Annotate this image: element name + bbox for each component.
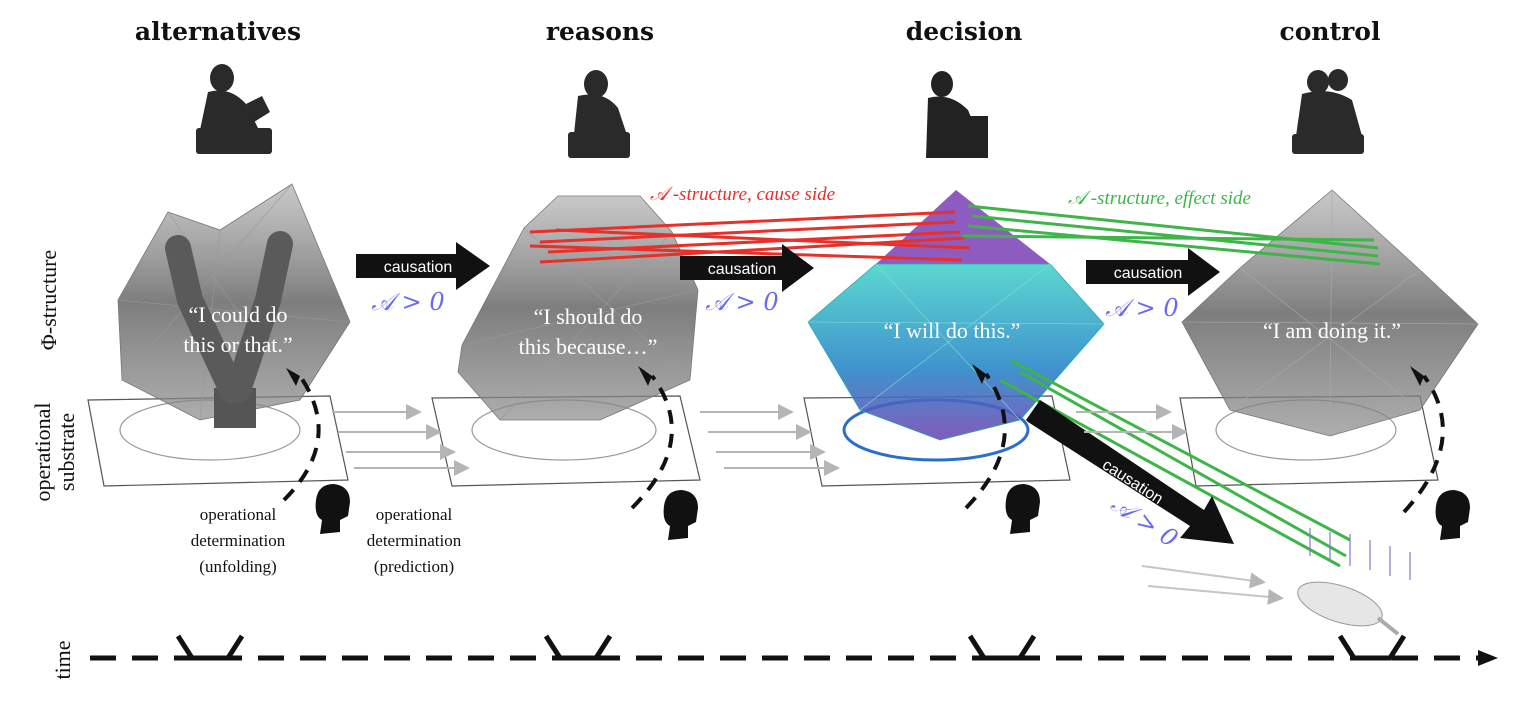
operational-label: operational: [30, 403, 55, 502]
time-step-marks: [175, 634, 1407, 661]
determination-arrow-3: [964, 372, 1007, 510]
stage-title-control: control: [1280, 17, 1381, 46]
thinker-sculpture-image-1: [196, 64, 272, 154]
determination-arrowhead-4: [1410, 366, 1424, 386]
unfolding-label-line-2: determination: [191, 531, 286, 550]
kiss-sculpture-image: [1292, 69, 1364, 154]
determination-arrowhead-1: [286, 368, 300, 386]
measure-label-1: 𝒜 > 0: [371, 288, 444, 316]
prediction-arrows-2: [700, 404, 840, 476]
determination-arrow-2: [630, 374, 674, 510]
effect-side-label: 𝒜 -structure, effect side: [1068, 188, 1251, 209]
quote-alternatives-line-1: “I could do: [189, 302, 288, 327]
quote-control: “I am doing it.”: [1263, 318, 1401, 343]
stage-title-decision: decision: [906, 17, 1023, 46]
motor-neuron-spikes: [1309, 528, 1411, 580]
unfolding-label-line-1: operational: [200, 505, 277, 524]
quote-reasons-line-1: “I should do: [534, 304, 643, 329]
observer-head-icon-2: [663, 490, 698, 540]
cause-side-label: 𝒜 -structure, cause side: [650, 184, 835, 205]
cause-side-lines: [529, 210, 971, 264]
determination-arrow-1: [282, 374, 321, 502]
unfolding-label-line-3: (unfolding): [199, 557, 276, 576]
determination-arrowhead-3: [972, 364, 986, 384]
prediction-arrows-4: [1141, 565, 1284, 605]
phi-structure-label: Φ-structure: [36, 250, 61, 350]
phi-structure-mesh-1: [117, 183, 351, 428]
muscle-effector: [1297, 581, 1400, 636]
measure-label-2: 𝒜 > 0: [705, 288, 778, 316]
effect-side-lines: [961, 204, 1381, 568]
quote-reasons-line-2: this because…”: [519, 334, 658, 359]
causation-label-1: causation: [384, 259, 453, 276]
causation-arrow-1: causation: [356, 242, 490, 290]
time-axis-arrowhead: [1478, 650, 1498, 666]
determination-arrow-4: [1402, 374, 1445, 514]
observer-head-icon-1: [315, 484, 350, 534]
stage-title-alternatives: alternatives: [135, 17, 301, 46]
observer-head-icon-4: [1435, 490, 1470, 540]
prediction-label-line-3: (prediction): [374, 557, 454, 576]
causation-arrow-3: causation: [1086, 248, 1220, 296]
observer-head-icon-3: [1005, 484, 1040, 534]
time-label: time: [50, 640, 75, 679]
stage-title-reasons: reasons: [546, 17, 654, 46]
prediction-arrows-3: [1076, 404, 1188, 440]
prediction-arrows-1: [332, 404, 470, 476]
phi-structure-mesh-4: [1181, 189, 1479, 437]
prediction-label-line-2: determination: [367, 531, 462, 550]
measure-label-3: 𝒜 > 0: [1105, 294, 1178, 322]
determination-arrowhead-2: [638, 366, 652, 386]
prediction-label-line-1: operational: [376, 505, 453, 524]
thinker-sculpture-image-2: [568, 70, 630, 158]
causation-label-2: causation: [708, 261, 777, 278]
quote-alternatives-line-2: this or that.”: [183, 332, 292, 357]
causation-arrow-2: causation: [680, 244, 814, 292]
causation-label-3: causation: [1114, 265, 1183, 282]
substrate-label: substrate: [54, 413, 79, 491]
thinker-sculpture-image-3: [926, 71, 988, 158]
quote-decision: “I will do this.”: [884, 318, 1021, 343]
phi-structure-mesh-2: [457, 195, 699, 421]
